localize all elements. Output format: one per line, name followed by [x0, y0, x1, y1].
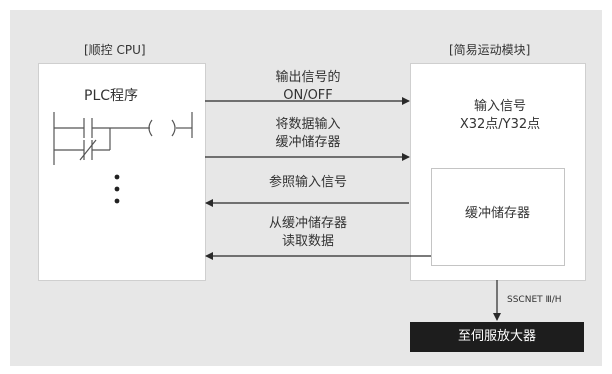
arrow-label-output-onoff: 输出信号的 ON/OFF	[238, 69, 378, 105]
cpu-box	[38, 63, 206, 281]
module-header: [简易运动模块]	[449, 43, 531, 57]
plc-program-label: PLC程序	[84, 88, 139, 104]
arrow-label-read-buffer: 从缓冲储存器 读取数据	[238, 215, 378, 251]
arrow-label-line1: 从缓冲储存器	[268, 216, 347, 231]
ellipsis-dots	[114, 174, 120, 204]
input-signal-line2: X32点/Y32点	[459, 117, 541, 132]
ladder-diagram	[53, 112, 193, 165]
nc-contact-slash	[79, 139, 97, 161]
arrow-label-line2: ON/OFF	[283, 88, 333, 103]
arrow-label-line1: 将数据输入	[275, 117, 341, 132]
arrow-label-write-buffer: 将数据输入 缓冲储存器	[238, 116, 378, 152]
arrow-label-line2: 缓冲储存器	[275, 135, 341, 150]
arrow-label-line1: 输出信号的	[275, 70, 341, 85]
input-signal-line1: 输入信号	[473, 99, 526, 114]
arrow-label-line2: 读取数据	[281, 234, 334, 249]
servo-amplifier-box: 至伺服放大器	[410, 322, 584, 352]
buffer-memory-box	[431, 168, 565, 266]
coil-icon	[171, 119, 176, 137]
buffer-memory-label: 缓冲储存器	[464, 206, 530, 221]
arrow-label-ref-input: 参照输入信号	[238, 174, 378, 192]
sscnet-label: SSCNET Ⅲ/H	[507, 295, 562, 305]
arrow-label-line1: 参照输入信号	[268, 175, 347, 190]
input-signal-label: 输入信号 X32点/Y32点	[430, 98, 570, 134]
coil-icon	[148, 119, 153, 137]
cpu-header: [顺控 CPU]	[84, 43, 146, 57]
